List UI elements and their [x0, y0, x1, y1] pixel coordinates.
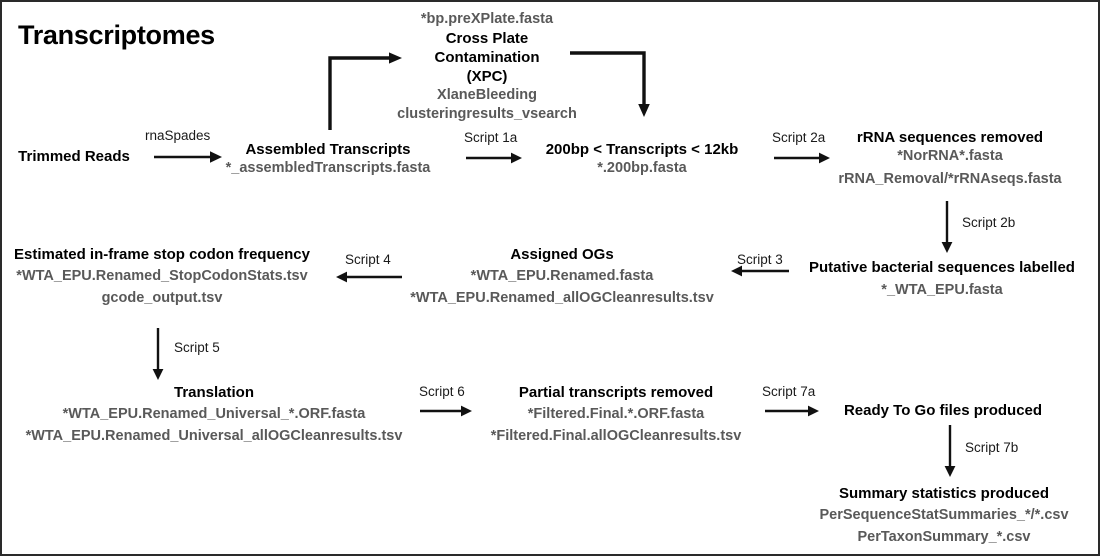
node-bacterial-labelled-title: Putative bacterial sequences labelled: [809, 259, 1075, 276]
arrow-script7a: [765, 404, 819, 418]
node-stop-codon-file1: *WTA_EPU.Renamed_StopCodonStats.tsv: [16, 268, 308, 285]
node-translation-title: Translation: [173, 384, 255, 401]
node-rrna-removed-title: rRNA sequences removed: [856, 129, 1044, 146]
node-assigned-ogs-file2: *WTA_EPU.Renamed_allOGCleanresults.tsv: [410, 289, 714, 306]
node-assigned-ogs: Assigned OGs *WTA_EPU.Renamed.fasta *WTA…: [402, 245, 722, 307]
arrow-xpc-out: [568, 47, 654, 119]
arrow-script4: [336, 270, 402, 284]
arrow-script3: [731, 264, 789, 278]
node-size-filtered: 200bp < Transcripts < 12kb *.200bp.fasta: [522, 140, 762, 178]
node-summary-stats-title: Summary statistics produced: [838, 485, 1050, 502]
node-xpc-prefile: *bp.preXPlate.fasta: [420, 11, 554, 27]
node-ready-to-go: Ready To Go files produced: [820, 401, 1066, 420]
node-assembled-transcripts: Assembled Transcripts *_assembledTranscr…: [188, 140, 468, 178]
node-trimmed-reads-title: Trimmed Reads: [18, 148, 130, 165]
node-partial-removed-file1: *Filtered.Final.*.ORF.fasta: [527, 406, 705, 423]
node-assigned-ogs-title: Assigned OGs: [510, 246, 614, 263]
node-summary-stats-file2: PerTaxonSummary_*.csv: [857, 528, 1031, 545]
node-translation: Translation *WTA_EPU.Renamed_Universal_*…: [2, 383, 426, 445]
node-ready-to-go-title: Ready To Go files produced: [843, 402, 1043, 419]
arrow-script6: [420, 404, 472, 418]
node-size-filtered-file1: *.200bp.fasta: [597, 160, 687, 177]
node-assembled-transcripts-file1: *_assembledTranscripts.fasta: [225, 160, 431, 177]
node-trimmed-reads: Trimmed Reads: [2, 147, 146, 166]
edge-label-script7a: Script 7a: [762, 384, 816, 399]
node-stop-codon: Estimated in-frame stop codon frequency …: [2, 245, 322, 307]
node-rrna-removed-file2: rRNA_Removal/*rRNAseqs.fasta: [838, 170, 1062, 187]
arrow-rnaspades: [154, 150, 222, 164]
arrow-script5: [151, 328, 165, 380]
node-size-filtered-title: 200bp < Transcripts < 12kb: [545, 141, 739, 158]
arrow-script7b: [943, 425, 957, 477]
node-xpc-title-line3: (XPC): [466, 67, 508, 85]
node-partial-removed-title: Partial transcripts removed: [518, 384, 714, 401]
node-xpc: *bp.preXPlate.fasta Cross Plate Contamin…: [342, 10, 632, 123]
node-partial-removed-file2: *Filtered.Final.allOGCleanresults.tsv: [490, 427, 742, 444]
edge-label-script5: Script 5: [174, 340, 220, 355]
edge-label-script3: Script 3: [737, 252, 783, 267]
node-bacterial-labelled-file1: *_WTA_EPU.fasta: [881, 282, 1003, 299]
arrow-script1a: [466, 151, 522, 165]
node-xpc-file2: clusteringresults_vsearch: [397, 105, 577, 122]
node-xpc-file1: XlaneBleeding: [437, 87, 537, 104]
edge-label-script1a: Script 1a: [464, 130, 518, 145]
node-partial-removed: Partial transcripts removed *Filtered.Fi…: [470, 383, 762, 445]
node-translation-file2: *WTA_EPU.Renamed_Universal_allOGCleanres…: [25, 427, 403, 444]
edge-label-rnaspades: rnaSpades: [145, 128, 211, 143]
node-translation-file1: *WTA_EPU.Renamed_Universal_*.ORF.fasta: [62, 406, 366, 423]
node-stop-codon-title: Estimated in-frame stop codon frequency: [14, 246, 310, 263]
node-bacterial-labelled: Putative bacterial sequences labelled *_…: [792, 258, 1092, 300]
edge-label-script2b: Script 2b: [962, 215, 1016, 230]
node-summary-stats: Summary statistics produced PerSequenceS…: [802, 484, 1086, 546]
node-xpc-title-line2: Contamination: [434, 48, 540, 66]
arrow-script2b: [940, 201, 954, 253]
node-rrna-removed: rRNA sequences removed *NorRNA*.fasta rR…: [810, 128, 1090, 188]
node-stop-codon-file2: gcode_output.tsv: [101, 289, 223, 306]
edge-label-script2a: Script 2a: [772, 130, 826, 145]
arrow-script2a: [774, 151, 830, 165]
edge-label-script6: Script 6: [419, 384, 465, 399]
node-assigned-ogs-file1: *WTA_EPU.Renamed.fasta: [470, 268, 654, 285]
node-summary-stats-file1: PerSequenceStatSummaries_*/*.csv: [819, 507, 1069, 524]
node-xpc-title-line1: Cross Plate: [445, 29, 529, 47]
edge-label-script7b: Script 7b: [965, 440, 1019, 455]
node-assembled-transcripts-title: Assembled Transcripts: [245, 141, 411, 158]
node-rrna-removed-file1: *NorRNA*.fasta: [897, 148, 1003, 165]
arrow-xpc-in: [326, 52, 406, 132]
edge-label-script4: Script 4: [345, 252, 391, 267]
page-title: Transcriptomes: [18, 20, 215, 50]
